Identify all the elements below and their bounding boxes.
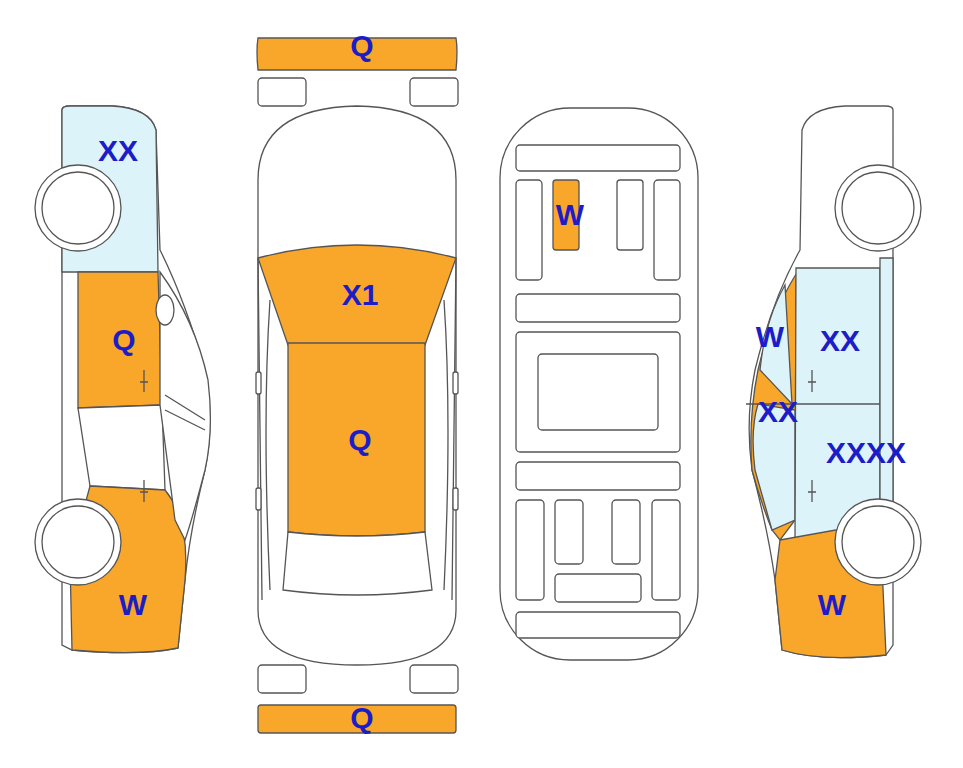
damage-code: Q: [350, 703, 373, 733]
right-sill: [880, 258, 893, 540]
damage-code: XX: [820, 326, 860, 356]
damage-code: Q: [350, 31, 373, 61]
left-rear-door: [78, 405, 165, 490]
damage-code: Q: [112, 325, 135, 355]
left-pillar: [165, 395, 205, 430]
damage-code: Q: [348, 425, 371, 455]
damage-code: X1: [342, 280, 379, 310]
top-body: [258, 106, 456, 665]
top-roof: [288, 343, 425, 536]
damage-code: W: [756, 322, 784, 352]
damage-code: XX: [98, 136, 138, 166]
right-handles: [808, 370, 816, 502]
top-sides: [258, 258, 456, 600]
top-rear-glass: [283, 532, 432, 595]
left-mirror: [156, 295, 174, 325]
damage-code: W: [556, 200, 584, 230]
top-windshield: [258, 245, 456, 345]
damage-code: XXXX: [826, 438, 906, 468]
left-front-door: [78, 272, 162, 408]
left-handles: [140, 370, 148, 502]
underside: [500, 108, 698, 660]
damage-code: W: [119, 590, 147, 620]
right-pillar: [751, 268, 800, 540]
damage-code: W: [818, 590, 846, 620]
damage-code: XX: [758, 397, 798, 427]
